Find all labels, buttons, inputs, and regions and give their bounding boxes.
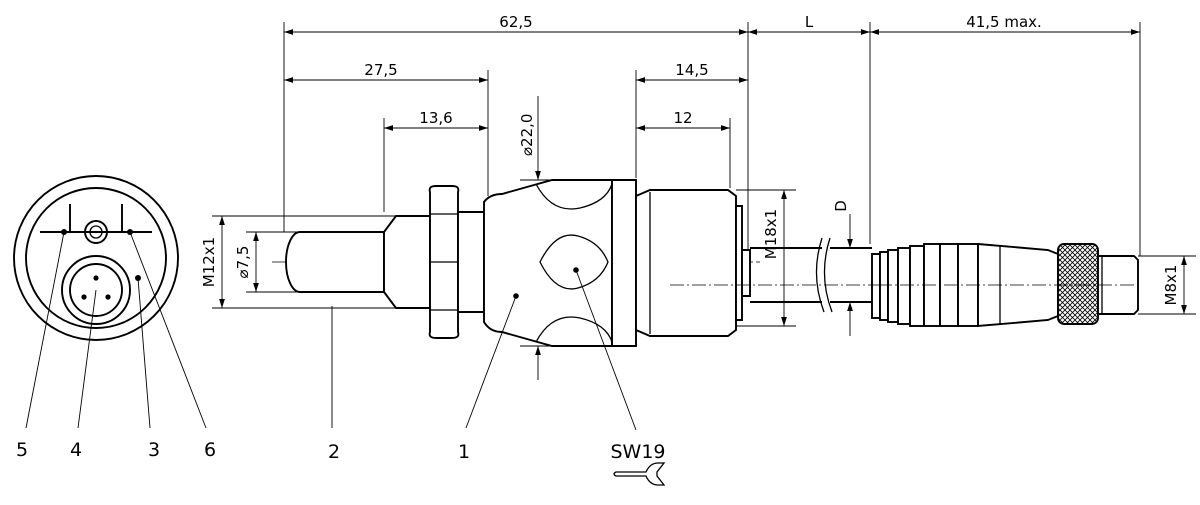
dim-body-thread: M18x1 [762,209,780,259]
lock-nut-faces [430,213,458,311]
dim-cable-length: L [805,13,814,31]
cable-break-left [815,237,825,313]
dim-tip-length: 13,6 [419,109,452,127]
callout-numbers: 5 4 3 6 2 1 SW19 [16,439,666,463]
front-contact-a [93,275,99,281]
dim-body-diameter-text: ⌀22,0 [518,114,536,156]
dim-body-diameter: 22,0 [518,114,536,147]
flange [611,179,637,347]
front-contact-b [81,294,87,300]
front-inner-ring [25,187,167,329]
front-key-pin [84,220,108,244]
front-socket-face [69,263,123,317]
spacer [457,211,485,313]
leader-sw19 [575,269,637,431]
callout-2: 2 [328,441,340,463]
dim-probe-thread: M12x1 [200,237,218,287]
dim-connector-thread: M8x1 [1162,265,1180,306]
sensor-body [483,179,613,347]
cable-right [830,247,872,303]
connector-thread [1097,255,1139,315]
front-contact-c [105,294,111,300]
dim-cable-diameter: D [832,200,850,212]
probe-tip [285,231,385,293]
probe-thread [383,215,431,309]
threaded-housing [635,189,737,337]
leader-5 [25,231,65,429]
dim-tip-diameter-text: ⌀7,5 [234,246,252,279]
front-key-pin-inner [89,225,103,239]
hex-flat-bottom [535,316,613,343]
dim-hex-body-length: 14,5 [675,61,708,79]
leader-1 [465,295,517,429]
diameter-symbol: ⌀ [518,147,536,156]
front-socket-ring [61,255,131,325]
ext-probe-thread [212,215,396,309]
end-cap [735,205,743,321]
cable-gland [741,249,751,297]
front-key-walls [69,204,123,232]
dim-tip-diameter: 7,5 [234,246,252,270]
callout-5: 5 [16,439,28,461]
wrench-icon [613,462,666,486]
callout-4: 4 [70,439,82,461]
side-view: 62,5 L 41,5 max. 27,5 13,6 14,5 12 ⌀22,0… [200,13,1196,431]
dim-thread-length: 12 [673,109,692,127]
callout-3: 3 [148,439,160,461]
dim-total-length: 62,5 [499,13,532,31]
knurled-nut [1057,243,1099,325]
leader-6 [129,231,207,429]
wrench-size-label: SW19 [610,441,665,463]
diameter-symbol-small: ⌀ [234,269,252,278]
hex-flat-middle [539,234,609,290]
dim-connector-length: 41,5 max. [966,13,1042,31]
leader-3 [137,277,151,429]
callout-6: 6 [204,439,216,461]
hex-flat-top [535,183,613,210]
cable-break-right [823,237,833,313]
front-view [13,175,207,429]
cable-left [750,247,822,303]
callout-1: 1 [458,441,470,463]
dim-probe-length: 27,5 [364,61,397,79]
leader-4 [77,289,97,429]
front-outer-ring [13,175,179,341]
